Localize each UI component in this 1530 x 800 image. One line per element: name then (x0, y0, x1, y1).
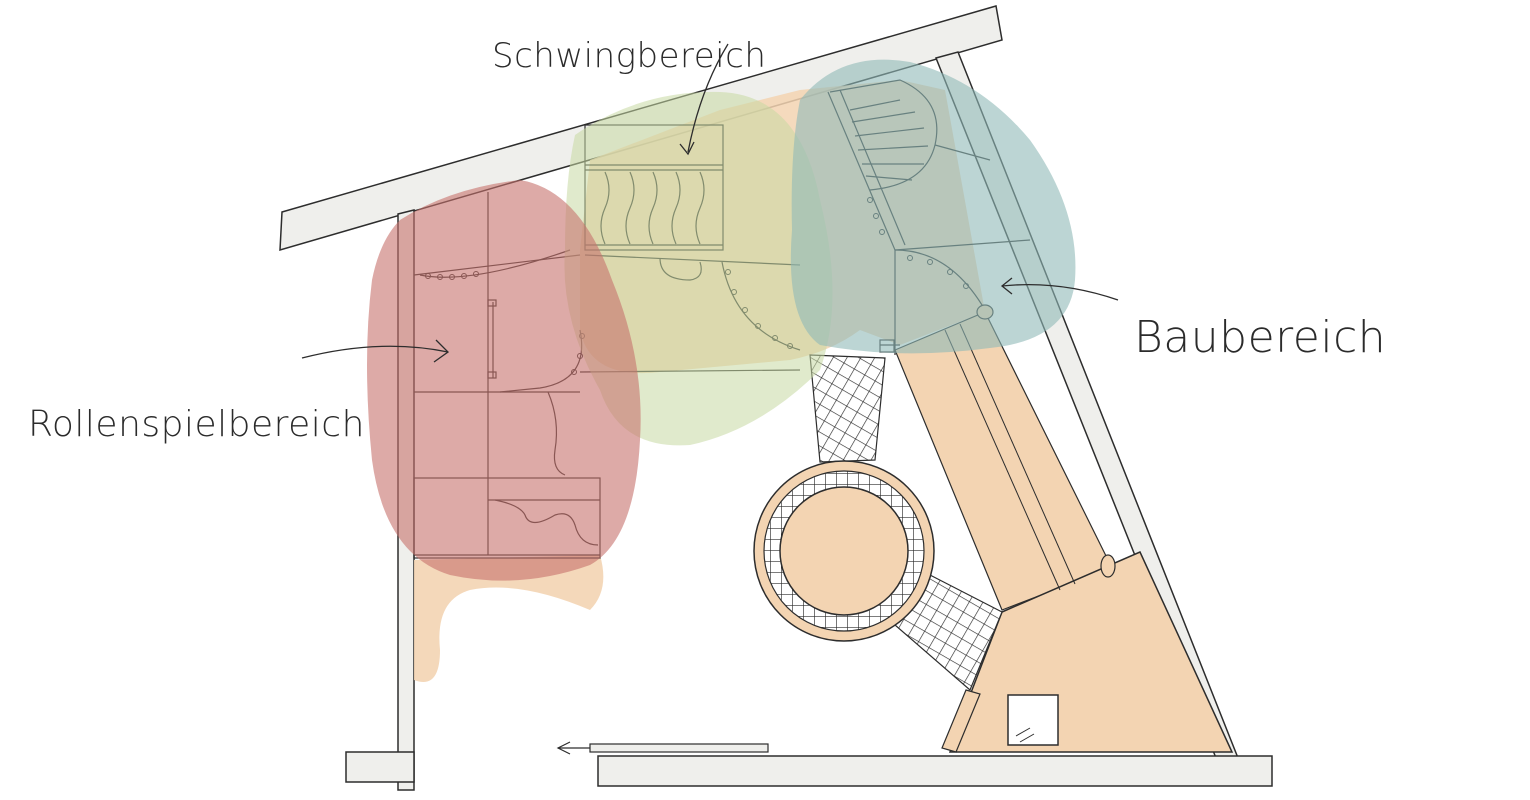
zone-label-swing: Schwingbereich (492, 36, 767, 76)
zone-overlays (367, 59, 1076, 581)
cargo-net-upper (809, 354, 886, 463)
door-panel (941, 689, 981, 753)
zone-label-roleplay: Rollenspielbereich (28, 404, 365, 445)
zone-roleplay-blob (367, 180, 641, 581)
ramp-post (1100, 554, 1116, 578)
bottom-wall-right (597, 755, 1273, 787)
bottom-wall-left (345, 751, 415, 783)
trampoline-center (779, 486, 909, 616)
annotation-arrows (301, 43, 1119, 363)
zone-label-build: Baubereich (1134, 312, 1387, 363)
floor-window (1007, 694, 1059, 746)
arrow-build (1001, 284, 1119, 301)
nets (753, 354, 1003, 692)
zone-build-blob (790, 59, 1076, 354)
arrow-swing (687, 43, 729, 153)
roleplay-floor-extension (414, 555, 604, 682)
arrow-roleplay (301, 345, 449, 359)
